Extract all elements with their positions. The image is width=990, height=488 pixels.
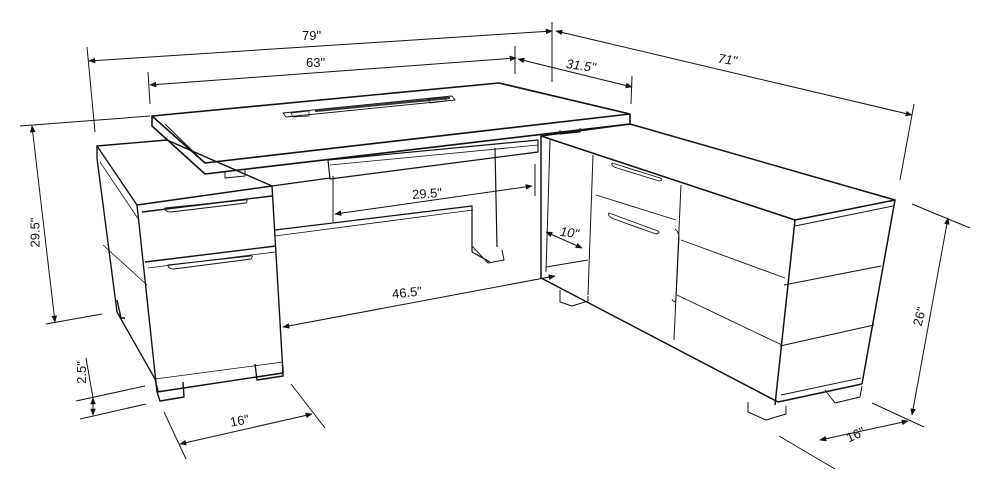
dim-overall-height: 29.5" bbox=[27, 217, 43, 248]
dimension-lines bbox=[19, 22, 971, 470]
return-credenza bbox=[540, 123, 896, 421]
dim-leg-height: 2.5" bbox=[73, 361, 89, 384]
desktop bbox=[151, 82, 631, 179]
keyboard-tray bbox=[271, 139, 539, 264]
dim-drawer-opening: 29.5" bbox=[411, 184, 443, 203]
left-pedestal bbox=[96, 139, 284, 402]
dim-desktop-width: 63" bbox=[306, 55, 326, 70]
dim-return-length: 71" bbox=[717, 50, 739, 69]
dim-knee-space: 46.5" bbox=[391, 283, 423, 302]
dim-desktop-depth: 31.5" bbox=[565, 55, 597, 76]
dim-shelf-depth: 10" bbox=[559, 223, 581, 242]
dim-pedestal-depth: 16" bbox=[228, 411, 251, 430]
dim-overall-width: 79" bbox=[302, 28, 322, 43]
